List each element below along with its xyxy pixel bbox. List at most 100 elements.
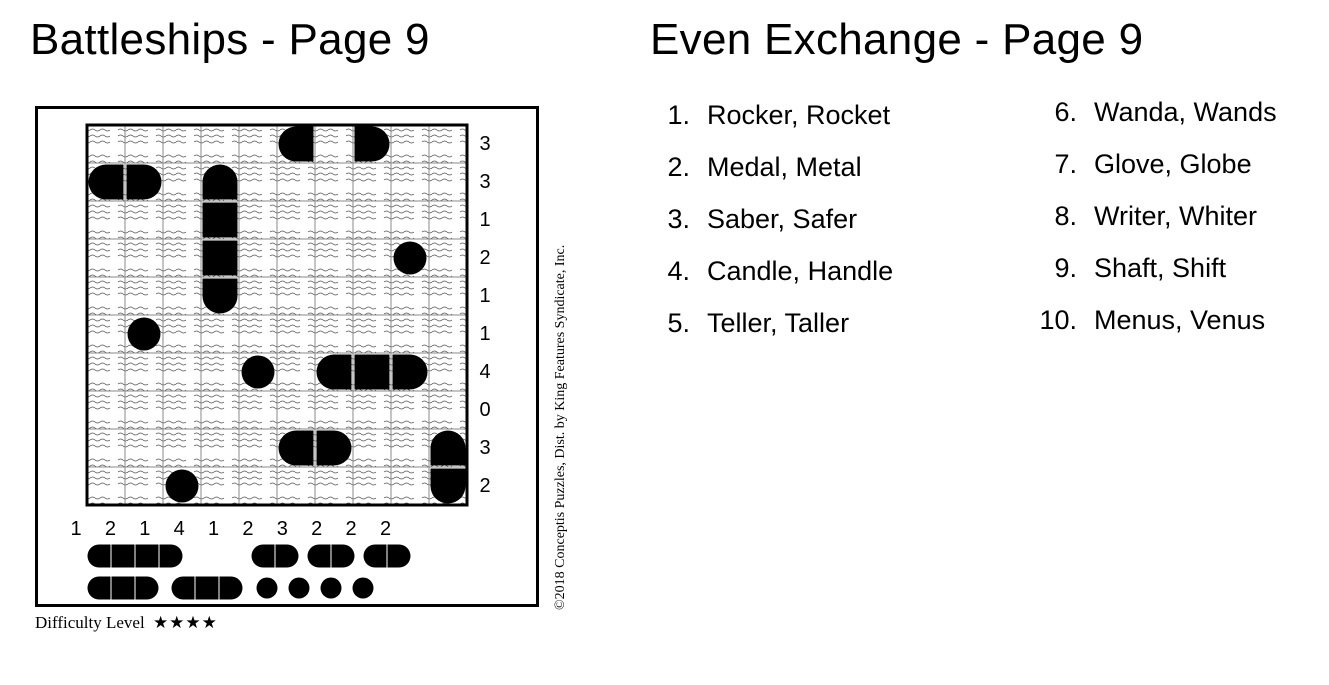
ship-segment: [354, 354, 390, 390]
ship-segment: [278, 430, 314, 466]
fleet-ship-length-3: [171, 576, 243, 600]
fleet-segment: [387, 544, 411, 568]
fleet-segment: [363, 544, 387, 568]
fleet-ship-length-1: [256, 577, 278, 599]
row-clue: 3: [479, 133, 491, 155]
fleet-ship-length-2: [251, 544, 299, 568]
fleet-sub: [320, 577, 342, 599]
answer-item: 1. Rocker, Rocket: [638, 99, 890, 131]
difficulty-label: Difficulty Level: [35, 613, 145, 632]
answer-item: 8. Writer, Whiter: [1025, 200, 1257, 232]
fleet-segment: [87, 576, 111, 600]
even-exchange-title: Even Exchange - Page 9: [650, 15, 1144, 64]
column-clue: 4: [173, 518, 185, 540]
column-clue: 2: [242, 518, 254, 540]
fleet-ship-length-1: [320, 577, 342, 599]
copyright-notice: ©2018 Conceptis Puzzles, Dist. by King F…: [553, 244, 568, 610]
answer-words: Menus, Venus: [1094, 305, 1266, 335]
row-clue: 3: [479, 171, 491, 193]
fleet-segment: [135, 576, 159, 600]
row-clue: 4: [479, 361, 491, 383]
answer-item: 4.Candle, Handle: [638, 255, 893, 287]
answer-words: Shaft, Shift: [1094, 253, 1227, 283]
fleet-segment: [159, 544, 183, 568]
battleships-board: [85, 123, 469, 600]
row-clue: 2: [479, 247, 491, 269]
fleet-sub: [352, 577, 374, 599]
row-clue: 3: [479, 437, 491, 459]
ship-segment: [202, 202, 238, 238]
answer-item: 5. Teller, Taller: [638, 307, 849, 339]
fleet-segment: [331, 544, 355, 568]
fleet-ship-length-1: [288, 577, 310, 599]
fleet-ship-length-2: [307, 544, 355, 568]
column-clue: 2: [379, 518, 392, 540]
row-clue: 0: [479, 399, 491, 421]
fleet-segment: [219, 576, 243, 600]
ship-segment: [202, 164, 238, 200]
ship-segment: [354, 126, 390, 162]
answer-number: 2.: [667, 152, 690, 182]
ship-segment: [88, 164, 124, 200]
answer-item: 2. Medal, Metal: [638, 151, 862, 183]
fleet-sub: [288, 577, 310, 599]
column-clue: 2: [104, 518, 116, 540]
fleet-segment: [171, 576, 195, 600]
row-clue: 1: [479, 323, 491, 345]
row-clue: 1: [479, 209, 491, 231]
answer-words: Glove, Globe: [1094, 149, 1252, 179]
ship-segment: [126, 164, 162, 200]
answer-number: 5.: [667, 308, 690, 338]
difficulty-level: Difficulty Level ★★★★: [35, 613, 218, 633]
difficulty-stars: ★★★★: [152, 613, 218, 632]
ship-segment: [316, 430, 352, 466]
answer-number: 7.: [1054, 149, 1077, 179]
fleet-segment: [135, 544, 159, 568]
answer-words: Teller, Taller: [707, 308, 850, 338]
answer-number: 1.: [667, 100, 690, 130]
fleet-ship-length-2: [363, 544, 411, 568]
answer-words: Candle, Handle: [707, 256, 894, 286]
fleet-segment: [195, 576, 219, 600]
fleet-segment: [111, 544, 135, 568]
ship-segment: [430, 468, 466, 504]
answer-item: 9. Shaft, Shift: [1025, 252, 1226, 284]
column-clue: 2: [345, 518, 357, 540]
ship-sub: [165, 469, 199, 503]
answer-number: 8.: [1054, 201, 1077, 231]
fleet-ship-length-4: [87, 544, 183, 568]
ship-segment: [202, 240, 238, 276]
fleet-ship-length-3: [87, 576, 159, 600]
answer-item: 7. Glove, Globe: [1025, 148, 1252, 180]
answer-item: 3. Saber, Safer: [638, 203, 857, 235]
ship-segment: [392, 354, 428, 390]
answer-number: 10.: [1039, 305, 1077, 335]
answer-words: Saber, Safer: [707, 204, 858, 234]
answer-number: 9.: [1054, 253, 1077, 283]
row-clue: 2: [479, 475, 491, 497]
fleet-segment: [87, 544, 111, 568]
answer-number: 3.: [667, 204, 690, 234]
ship-sub: [127, 317, 161, 351]
column-clue: 1: [139, 518, 151, 540]
answer-words: Rocker, Rocket: [707, 100, 891, 130]
column-clue: 1: [70, 518, 82, 540]
column-clue: 1: [207, 518, 220, 540]
column-clue: 2: [311, 518, 323, 540]
fleet-sub: [256, 577, 278, 599]
fleet-segment: [275, 544, 299, 568]
row-clue: 1: [479, 285, 491, 307]
fleet-segment: [251, 544, 275, 568]
grid-border: [85, 123, 469, 507]
answer-words: Writer, Whiter: [1094, 201, 1258, 231]
answer-item: 6.Wanda, Wands: [1025, 96, 1277, 128]
fleet-ship-length-1: [352, 577, 374, 599]
answer-words: Medal, Metal: [707, 152, 862, 182]
ship-segment: [430, 430, 466, 466]
ship-sub: [241, 355, 275, 389]
ship-segment: [316, 354, 352, 390]
ship-segment: [202, 278, 238, 314]
answer-item: 10. Menus, Venus: [1025, 304, 1265, 336]
answer-words: Wanda, Wands: [1094, 97, 1277, 127]
